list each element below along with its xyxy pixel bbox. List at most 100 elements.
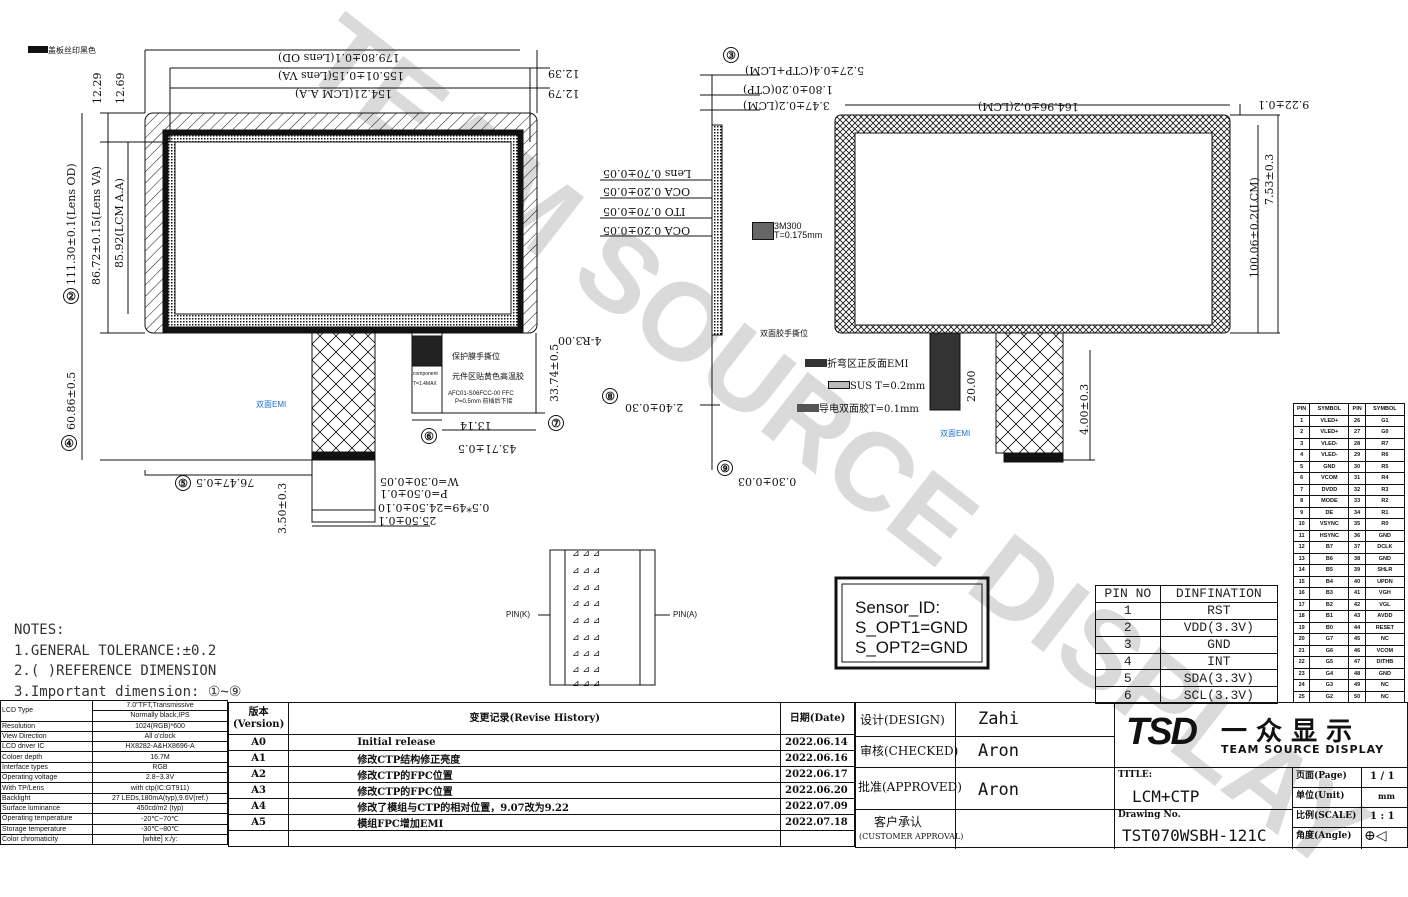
pin-number: 32: [1348, 483, 1366, 496]
callout-6: ⑥: [421, 428, 437, 444]
callout-3: ③: [723, 47, 739, 63]
dim-lcm-aa-width: 154.21(LCM A.A): [295, 87, 392, 100]
sensor-id: Sensor_ID: S_OPT1=GND S_OPT2=GND: [855, 598, 968, 658]
pin-symbol: B6: [1309, 552, 1350, 565]
pin-number: 37: [1348, 541, 1366, 554]
dim-total-thickness: 5.27±0.4(CTP+LCM): [745, 64, 865, 77]
revision-cell: A0: [227, 734, 290, 751]
note-3: 3.Important dimension: ①~⑨: [14, 683, 242, 700]
pin-number: 40: [1348, 575, 1366, 588]
pin-symbol: DITHB: [1364, 656, 1406, 669]
pin-symbol: R0: [1364, 518, 1406, 531]
sensor-line-3: S_OPT2=GND: [855, 638, 968, 657]
revision-header-cell: 日期(Date): [780, 702, 855, 735]
ffc-label: AFC01-S06FCC-00 FFC: [448, 391, 514, 397]
dim-12-69: 12.69: [114, 72, 127, 105]
spec-label: With TP/Lens: [0, 782, 93, 794]
dim-7-53: 7.53±0.3: [1263, 153, 1276, 205]
spec-value: 1024(RGB)*600: [92, 720, 228, 732]
dim-lens-va-height: 86.72±0.15(Lens VA): [90, 166, 103, 285]
svg-text:⊿ ⊿ ⊿: ⊿ ⊿ ⊿: [572, 599, 600, 609]
pin-symbol: GND: [1309, 460, 1350, 473]
revision-cell: A2: [227, 766, 290, 783]
layer-oca-1: OCA 0.20±0.05: [603, 185, 691, 198]
pin-symbol: R6: [1364, 449, 1406, 462]
page-value: 1 / 1: [1370, 771, 1395, 782]
unit-label: 单位(Unit): [1296, 791, 1345, 801]
title-value: LCM+CTP: [1132, 787, 1200, 806]
revision-cell: 修改CTP的FPC位置: [288, 766, 782, 783]
pin-number: 28: [1348, 437, 1366, 450]
pin-number: 20: [1292, 633, 1311, 646]
pin-number: 29: [1348, 449, 1366, 462]
scale-value: 1 : 1: [1370, 811, 1395, 822]
ctp-pin-function: VDD(3.3V): [1159, 618, 1279, 637]
revision-cell: A1: [227, 750, 290, 767]
component-tape-label: 元件区贴黄色高温胶: [452, 372, 524, 381]
spec-row: Storage temperature-30℃~80℃: [0, 823, 228, 835]
pin-symbol: GND: [1364, 529, 1406, 542]
ctp-pin-number: 2: [1095, 618, 1161, 637]
note-2: 2.( )REFERENCE DIMENSION: [14, 663, 217, 679]
pin-number: 23: [1292, 667, 1311, 680]
conductive-tape-label: 导电双面胶T=0.1mm: [797, 404, 919, 415]
component-max-label: T=1.4MAX: [413, 381, 437, 387]
pin-symbol: DVDD: [1309, 483, 1350, 496]
pin-header-cell: SYMBOL: [1309, 403, 1350, 416]
projection-symbol-icon: ⊕◁: [1364, 828, 1387, 844]
ctp-pin-number: 5: [1095, 669, 1161, 688]
pin-number: 6: [1292, 472, 1311, 485]
spec-label: Operating voltage: [0, 772, 93, 784]
callout-7: ⑦: [548, 415, 564, 431]
revision-header: 版本 (Version)变更记录(Revise History)日期(Date): [227, 702, 855, 735]
pin-symbol: HSYNC: [1309, 529, 1350, 542]
title-label: TITLE:: [1118, 770, 1153, 780]
sensor-box: [834, 576, 990, 670]
pin-symbol: SHLR: [1364, 564, 1406, 577]
spec-row: Color chromaticity[white] x:/y:: [0, 833, 228, 846]
cover-print-label: 盖板丝印黑色: [28, 46, 96, 55]
spec-label: View Direction: [0, 730, 93, 743]
pin-number: 2: [1292, 426, 1311, 439]
revision-cell: 2022.07.09: [780, 798, 855, 815]
pin-number: 7: [1292, 483, 1311, 496]
pin-number: 14: [1292, 564, 1311, 577]
spec-label: LCD driver IC: [0, 741, 93, 753]
svg-text:⊿ ⊿ ⊿: ⊿ ⊿ ⊿: [572, 665, 600, 675]
pin-symbol: R5: [1364, 460, 1406, 473]
spec-value: 2.8~3.3V: [92, 772, 228, 784]
pin-symbol: G0: [1364, 426, 1406, 439]
scale-label: 比例(SCALE): [1296, 811, 1357, 821]
pin-symbol: VGL: [1364, 598, 1406, 611]
pin-symbol: VLED-: [1309, 449, 1350, 462]
pin-number: 27: [1348, 426, 1366, 439]
checked-label: 审核(CHECKED): [860, 744, 959, 758]
layer-ito: ITO 0.70±0.05: [603, 205, 686, 218]
svg-text:⊿ ⊿ ⊿: ⊿ ⊿ ⊿: [572, 649, 600, 659]
dim-9-22: 9.22±0.1: [1258, 98, 1310, 111]
protect-film-label: 保护膜手撕位: [452, 352, 500, 361]
revision-cell: A5: [227, 814, 290, 831]
pin-number: 50: [1348, 690, 1366, 703]
pin-number: 26: [1348, 414, 1366, 427]
checked-value: Aron: [978, 741, 1019, 761]
revision-cell: [227, 830, 290, 847]
dim-12-79: 12.79: [548, 87, 580, 100]
dim-r3: 4-R3.00: [558, 334, 602, 347]
pin-number: 12: [1292, 541, 1311, 554]
pin-symbol: DE: [1309, 506, 1350, 519]
pin-number: 47: [1348, 656, 1366, 669]
